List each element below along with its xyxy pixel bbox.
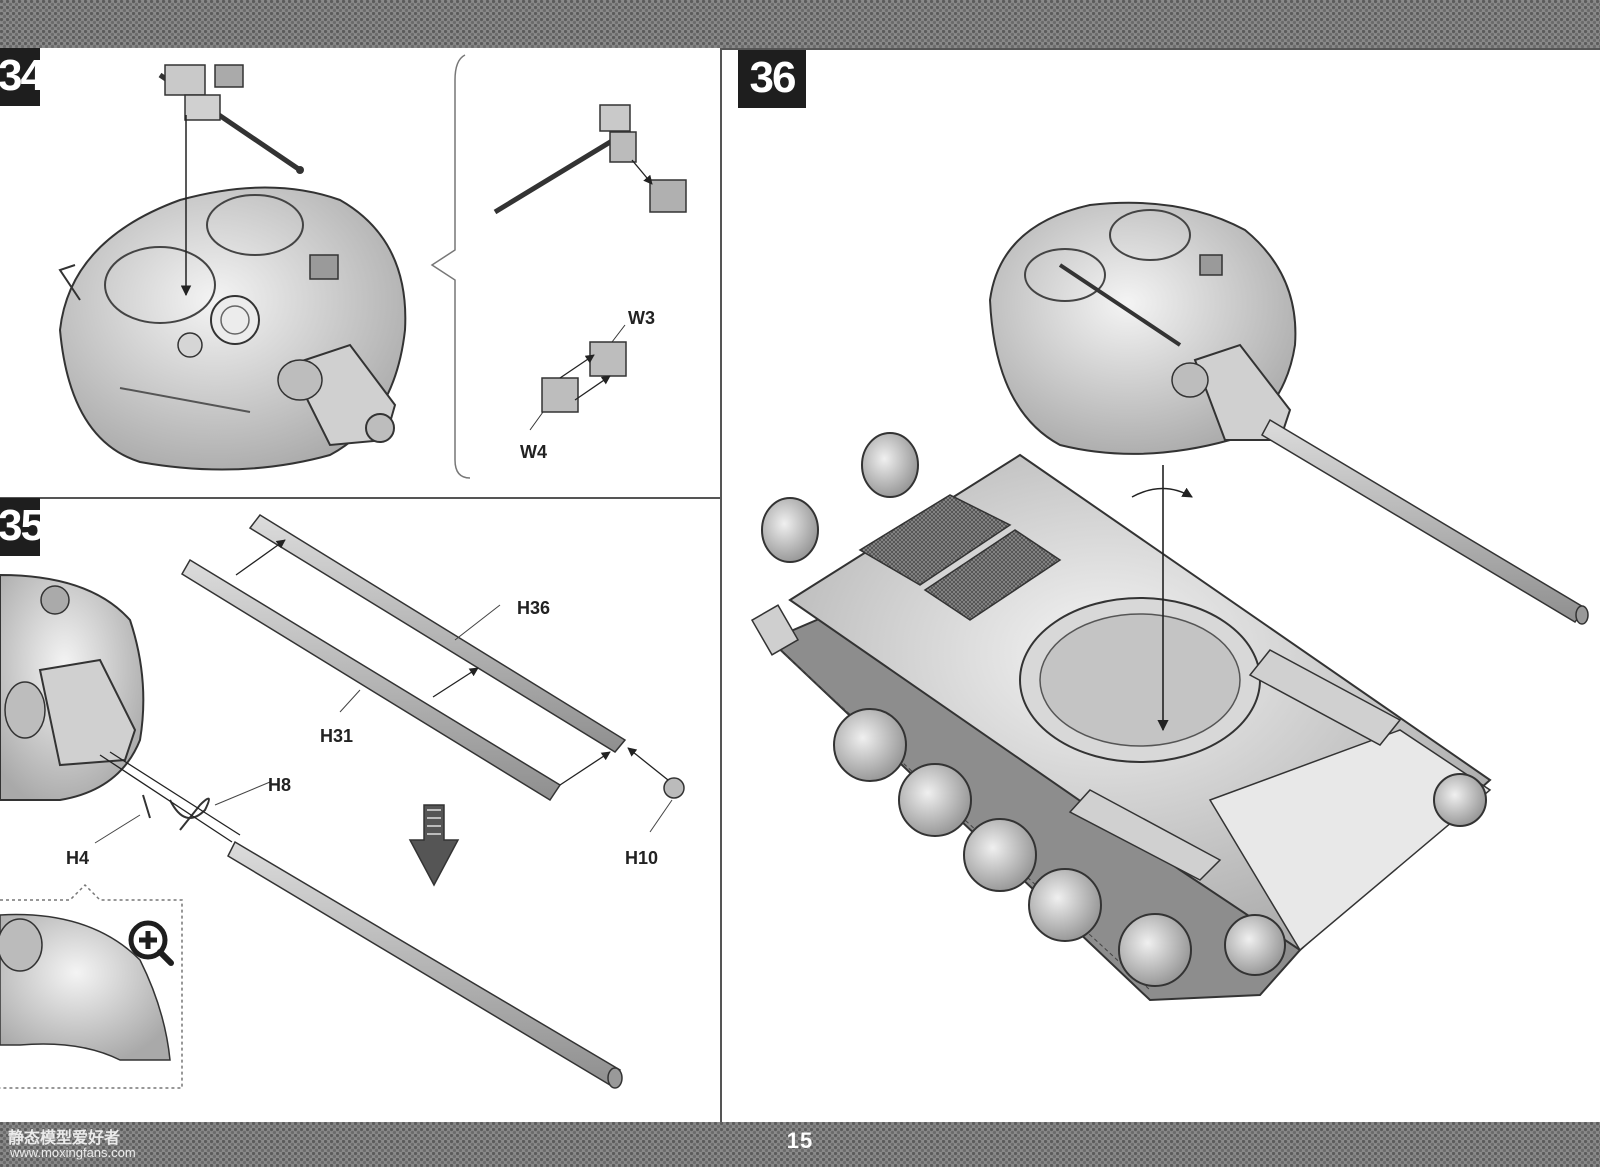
step-35-number: 35 — [0, 501, 45, 550]
part-h31-barrel — [180, 558, 562, 802]
step-34-badge: 34 — [0, 48, 45, 106]
leader-lines — [94, 604, 673, 844]
step-36-badge: 36 — [738, 50, 806, 108]
step36-turret — [988, 201, 1589, 625]
step35-arrows — [99, 539, 669, 843]
watermark-url: www.moxingfans.com — [10, 1145, 136, 1160]
subassembly-bracket — [430, 54, 471, 479]
page-number: 15 — [786, 1128, 814, 1153]
label-h36: H36 — [517, 598, 551, 618]
step35-zoom-detail — [0, 883, 183, 1089]
down-arrow-icon — [408, 804, 460, 887]
step34-machine-gun — [158, 64, 304, 174]
label-h31: H31 — [320, 726, 354, 746]
part-h4-pin — [142, 794, 151, 819]
part-h8-bracket — [169, 797, 210, 831]
assembled-barrel — [227, 840, 623, 1089]
label-h10: H10 — [625, 848, 659, 868]
part-h36-barrel-sleeve — [248, 514, 627, 753]
part-h10-muzzle — [663, 777, 685, 799]
step-35-badge: 35 — [0, 498, 45, 556]
step36-install-arrow — [1131, 465, 1193, 732]
watermark-title: 静态模型爱好者 — [8, 1130, 121, 1147]
step-36-number: 36 — [749, 53, 797, 102]
parts-w3-w4 — [529, 324, 627, 431]
label-h8: H8 — [268, 775, 292, 795]
step35-turret-partial — [0, 573, 145, 801]
step36-top-border — [722, 48, 1600, 50]
top-band — [0, 0, 1600, 48]
step34-turret — [58, 186, 407, 471]
road-wheels — [833, 708, 1487, 987]
step36-hull — [750, 432, 1492, 1002]
vertical-divider-main — [720, 48, 722, 1122]
label-w3: W3 — [628, 308, 655, 328]
subassembly-machine-gun — [493, 104, 687, 215]
label-w4: W4 — [520, 442, 547, 462]
horizontal-divider-left — [0, 497, 720, 499]
zoom-in-icon — [128, 920, 174, 966]
label-h4: H4 — [66, 848, 90, 868]
step-34-number: 34 — [0, 51, 45, 100]
bottom-band — [0, 1122, 1600, 1167]
